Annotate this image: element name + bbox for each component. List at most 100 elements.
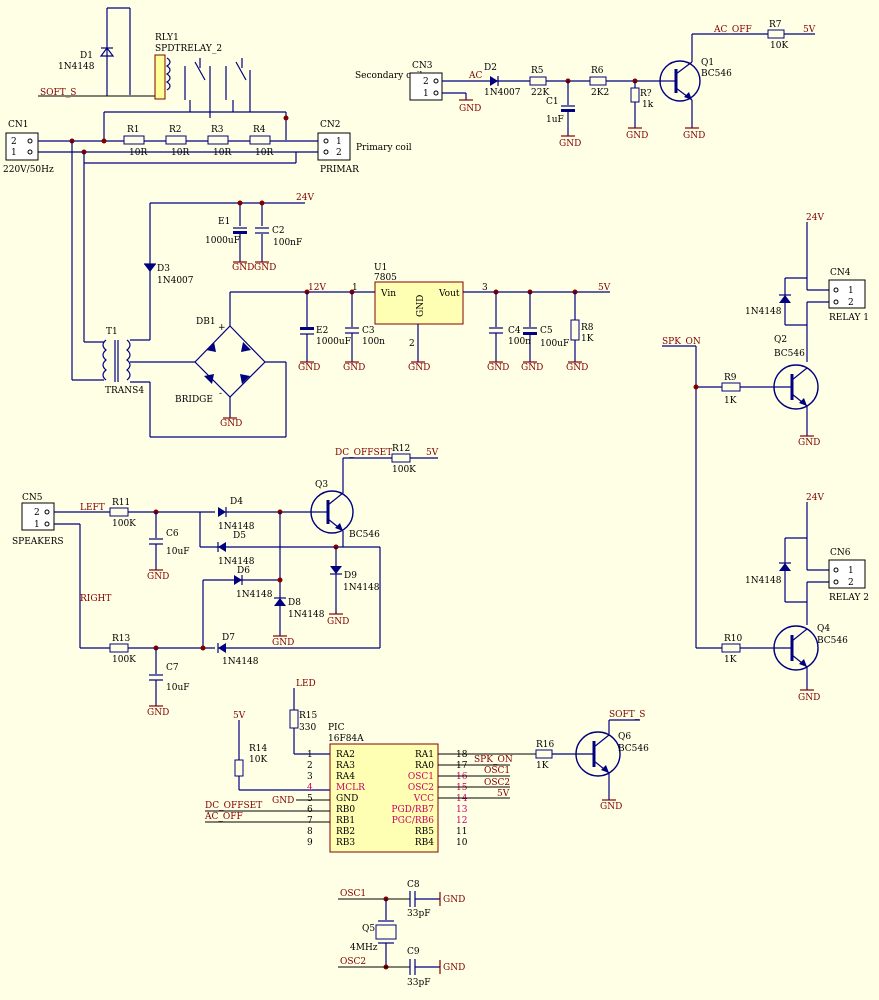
d5-ref: D5 (233, 531, 246, 541)
d6-ref: D6 (237, 566, 250, 576)
cn2-pin2: 2 (336, 148, 342, 158)
dc-offset-label: DC_OFFSET (335, 448, 392, 458)
cn5-ref: CN5 (22, 493, 43, 503)
c1-val: 1uF (546, 115, 564, 125)
soft-s-label-2: SOFT_S (609, 710, 645, 720)
r15-ref: R15 (299, 711, 318, 721)
d6-val: 1N4148 (236, 590, 273, 600)
d9-val: 1N4148 (343, 583, 380, 593)
q5-val: 4MHz (350, 943, 378, 953)
r13-ref: R13 (112, 634, 131, 644)
v5-label-reg: 5V (598, 283, 611, 293)
pic-pin-num-right: 16 (456, 772, 468, 782)
ac-detect-section: CN3 Secondary coil 2 1 GND AC D2 1N4007 … (355, 20, 816, 149)
q2-val: BC546 (774, 349, 805, 359)
c1-ref: C1 (546, 97, 559, 107)
v5-label-r14: 5V (233, 711, 246, 721)
q4-val: BC546 (817, 636, 848, 646)
q2-ref: Q2 (774, 335, 787, 345)
rly1-val: SPDTRELAY_2 (155, 44, 222, 54)
u1-vout: Vout (438, 289, 460, 299)
rq-val: 1k (642, 100, 654, 110)
r11-ref: R11 (112, 498, 130, 508)
gnd-e2: GND (298, 363, 320, 373)
cn4-pin1: 1 (848, 286, 854, 296)
c4-val: 100n (508, 337, 531, 347)
r1-ref: R1 (127, 125, 140, 135)
cn1-ref: CN1 (8, 120, 29, 130)
pic-pin-name-right: RB5 (415, 827, 434, 837)
gnd-q4: GND (798, 693, 820, 703)
u1-pin2: 2 (409, 339, 415, 349)
d-relay1-val: 1N4148 (745, 307, 782, 317)
power-supply-section: T1 TRANS4 D3 1N4007 24V E1 1000uF C2 100… (71, 141, 611, 438)
gnd-cn3: GND (459, 104, 481, 114)
q6-ref: Q6 (618, 732, 631, 742)
c4-ref: C4 (508, 326, 521, 336)
d-relay2-val: 1N4148 (745, 576, 782, 586)
pic-pin-name-right: VCC (413, 794, 434, 804)
pic-pin-num-left: 6 (307, 805, 313, 815)
d4-val: 1N4148 (218, 522, 255, 532)
r7-ref: R7 (769, 20, 782, 30)
d2-val: 1N4007 (484, 88, 521, 98)
e2-ref: E2 (316, 326, 328, 336)
cn3-pin1: 1 (423, 89, 429, 99)
cn5-pin1: 1 (34, 520, 40, 530)
trans4-label: TRANS4 (105, 386, 144, 396)
d3-ref: D3 (157, 264, 170, 274)
pic-pin-num-right: 12 (456, 816, 467, 826)
relay2-label: RELAY 2 (829, 593, 869, 603)
speakers-label: SPEAKERS (12, 537, 64, 547)
gnd-u1: GND (408, 363, 430, 373)
pic-pin-num-left: 2 (307, 761, 313, 771)
r12-val: 100K (392, 465, 416, 475)
cn1-pin2: 2 (11, 137, 17, 147)
cn2-ref: CN2 (320, 120, 341, 130)
spk-on-label: SPK_ON (662, 337, 701, 347)
pic-pin-name-left: RA4 (336, 772, 355, 782)
gnd-rq: GND (626, 131, 648, 141)
pic-pin-num-right: 10 (456, 838, 468, 848)
r1-val: 10R (129, 148, 147, 158)
cn5-pin2: 2 (34, 508, 40, 518)
d8-val: 1N4148 (288, 610, 325, 620)
pic-pin-name-left: GND (336, 794, 358, 804)
u1-ref: U1 (374, 263, 387, 273)
relay-mains-section: D1 1N4148 SOFT_S RLY1 SPDTRELAY_2 CN1 2 … (3, 7, 412, 175)
c9-ref: C9 (407, 947, 420, 957)
r9-ref: R9 (724, 373, 737, 383)
r10-ref: R10 (724, 634, 743, 644)
gnd-c5: GND (521, 363, 543, 373)
gnd-c8: GND (443, 895, 465, 905)
r2-ref: R2 (169, 125, 182, 135)
r9-val: 1K (724, 396, 737, 406)
pic-pin-name-right: PGD/RB7 (391, 805, 434, 815)
pic-pin-num-left: 7 (307, 816, 313, 826)
cn3-ref: CN3 (412, 61, 433, 71)
osc1-label-pic: OSC1 (484, 766, 510, 776)
d1-val: 1N4148 (58, 62, 95, 72)
gnd-bridge: GND (220, 419, 242, 429)
r6-ref: R6 (591, 66, 604, 76)
e2-val: 1000uF (316, 337, 351, 347)
v24-label-2: 24V (806, 213, 824, 223)
c6-val: 10uF (166, 547, 190, 557)
gnd-q1: GND (683, 131, 705, 141)
ac-label: AC (468, 71, 482, 81)
v12-label: 12V (308, 283, 326, 293)
pic-pin-name-right: RA0 (415, 761, 434, 771)
r8-val: 1K (581, 334, 594, 344)
crystal-section: OSC1 GND C8 33pF Q5 4MHz OSC2 GND C9 33p… (338, 880, 465, 988)
pic-pin-num-right: 14 (456, 794, 468, 804)
r5-val: 22K (531, 88, 549, 98)
gnd-c9: GND (443, 963, 465, 973)
r8-ref: R8 (581, 323, 594, 333)
pic-pin-num-right: 18 (456, 750, 468, 760)
r14-ref: R14 (249, 744, 268, 754)
cn3-pin2: 2 (423, 77, 429, 87)
r3-val: 10R (213, 148, 231, 158)
